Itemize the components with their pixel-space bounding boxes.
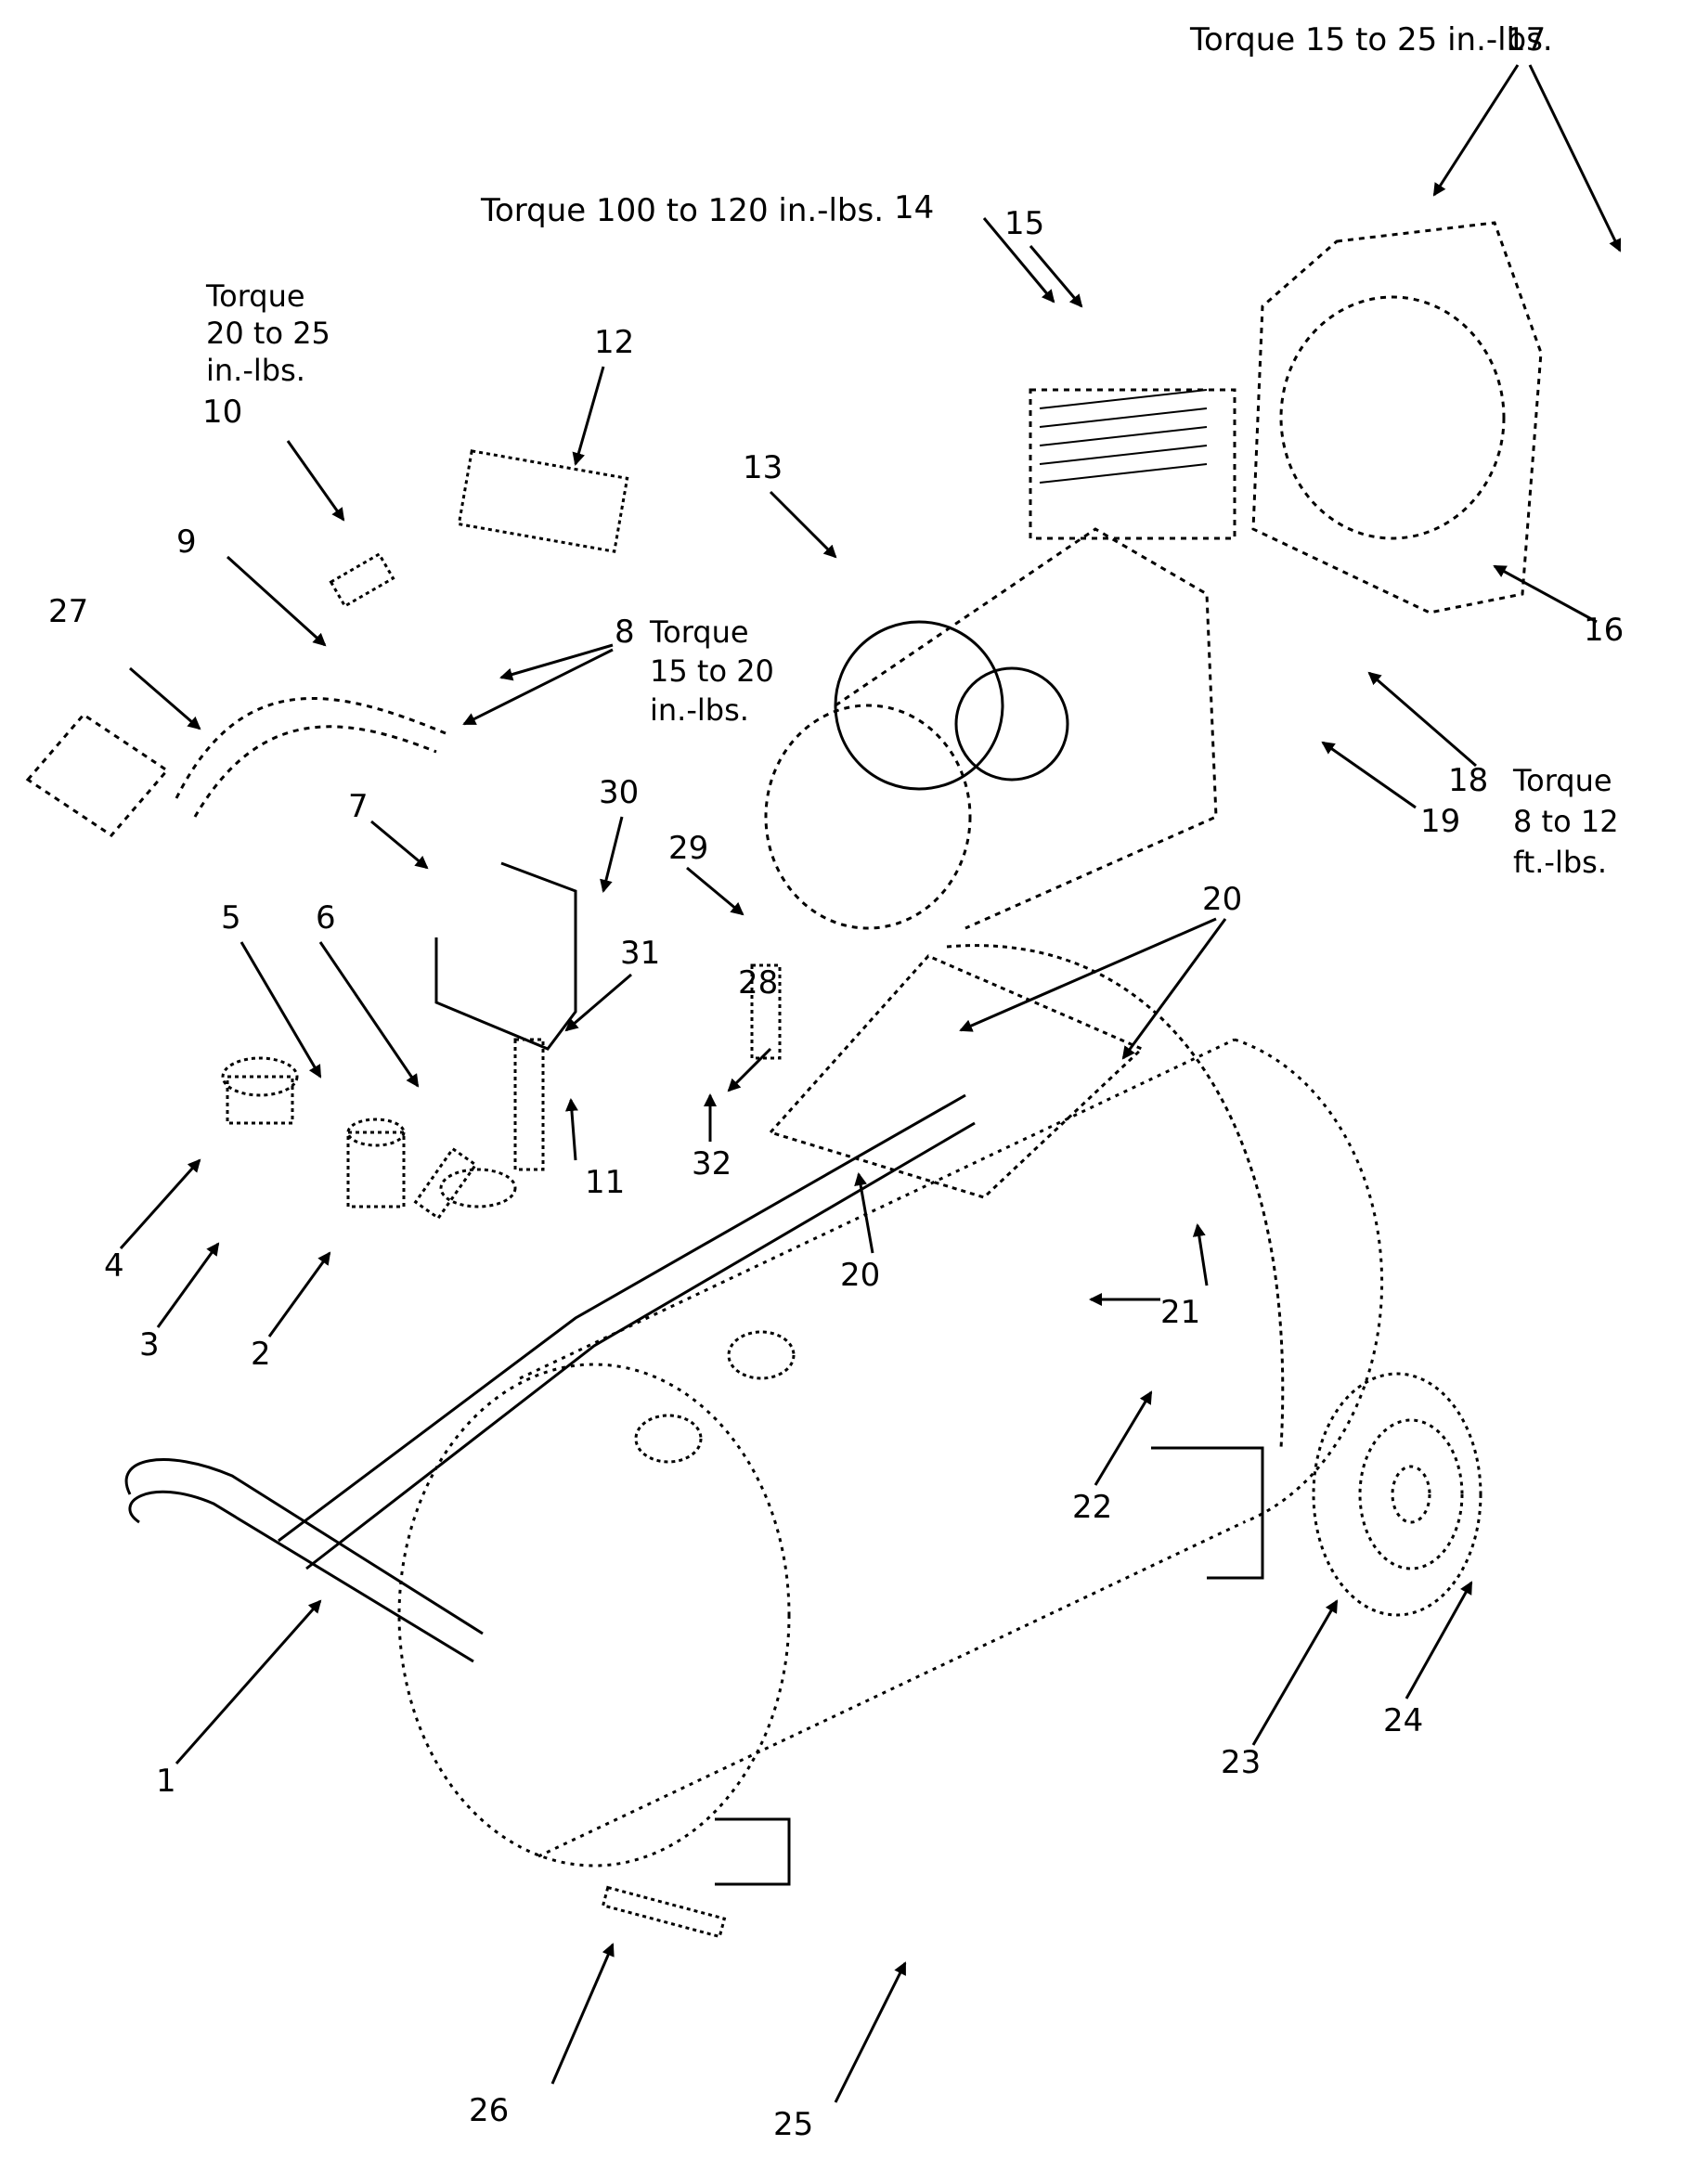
part-label-31: 31 [620, 935, 661, 972]
part-label-9: 9 [176, 523, 197, 561]
leader-7 [370, 820, 429, 870]
part-label-25: 25 [773, 2106, 814, 2143]
part-label-29: 29 [668, 830, 709, 867]
leader-29 [686, 866, 744, 916]
part-label-19: 19 [1420, 803, 1461, 840]
leader-27 [129, 666, 201, 730]
part-label-26: 26 [469, 2092, 510, 2129]
torque-note-18-line3: ft.-lbs. [1513, 845, 1608, 880]
mounting-plate [768, 944, 1285, 1449]
part-label-14: 14 [894, 189, 935, 226]
part-label-22: 22 [1072, 1489, 1113, 1526]
leader-4 [119, 1158, 201, 1250]
leader-30 [600, 816, 624, 893]
leader-23 [1251, 1599, 1339, 1746]
part-label-2: 2 [251, 1336, 271, 1373]
leader-11 [564, 1098, 578, 1161]
leader-20a [959, 917, 1217, 1032]
part-label-30: 30 [599, 774, 640, 811]
leader-20b [1121, 918, 1227, 1060]
leader-22 [1094, 1390, 1153, 1486]
part-label-4: 4 [104, 1247, 124, 1285]
part-label-18: 18 [1448, 762, 1489, 799]
leader-28 [727, 1047, 772, 1092]
part-label-13: 13 [743, 449, 783, 486]
part-label-32: 32 [692, 1145, 732, 1182]
part-label-15: 15 [1004, 205, 1045, 242]
leader-21a [1192, 1223, 1209, 1286]
leader-9 [226, 555, 327, 647]
leader-2 [267, 1251, 331, 1338]
part-label-23: 23 [1221, 1744, 1262, 1781]
leader-15 [1029, 245, 1083, 308]
part-label-24: 24 [1383, 1702, 1424, 1739]
part-label-17: 17 [1506, 21, 1547, 58]
leader-14 [982, 217, 1055, 304]
pump-cylinder-fins [1039, 389, 1208, 484]
motor-pump-assembly [764, 388, 1236, 930]
part-label-12: 12 [594, 324, 635, 361]
part-label-16: 16 [1584, 612, 1625, 649]
fittings [221, 449, 796, 1939]
wheel [1312, 1372, 1482, 1617]
leader-arrows [119, 64, 1622, 2103]
leader-24 [1405, 1581, 1473, 1699]
leader-10 [286, 440, 345, 522]
torque-note-18-line2: 8 to 12 [1513, 804, 1619, 839]
tank-feet [715, 1446, 1264, 1886]
leader-31 [564, 973, 632, 1032]
torque-note-8-line1: Torque [650, 614, 749, 650]
leader-18 [1367, 671, 1477, 768]
leader-8a [499, 643, 614, 681]
torque-note-18-line1: Torque [1513, 763, 1612, 798]
torque-note-10-line1: Torque [206, 278, 305, 314]
part-label-20-top: 20 [1202, 881, 1243, 918]
part-label-7: 7 [348, 788, 369, 825]
torque-note-14: Torque 100 to 120 in.-lbs. [481, 192, 884, 229]
torque-note-10-line3: in.-lbs. [206, 353, 305, 388]
torque-note-8-line2: 15 to 20 [650, 653, 774, 689]
leader-6 [318, 941, 420, 1088]
shroud [1251, 221, 1543, 614]
handle [124, 1093, 976, 1663]
torque-note-8-line3: in.-lbs. [650, 692, 749, 728]
leader-1 [175, 1599, 322, 1764]
part-label-5: 5 [221, 899, 241, 937]
leader-26 [550, 1943, 615, 2085]
part-label-20-bottom: 20 [840, 1257, 881, 1294]
leader-17a [1432, 64, 1520, 197]
part-label-11: 11 [585, 1164, 626, 1201]
leader-8b [462, 648, 614, 726]
leader-20c [854, 1172, 874, 1254]
torque-note-10-line2: 20 to 25 [206, 316, 330, 351]
hose [25, 697, 447, 837]
leader-3 [156, 1242, 220, 1328]
tank [397, 1038, 1384, 1867]
part-label-10: 10 [202, 394, 243, 431]
part-label-8: 8 [615, 614, 635, 651]
leader-19 [1321, 741, 1417, 809]
part-label-1: 1 [156, 1763, 176, 1800]
leader-17b [1528, 64, 1622, 252]
leader-16 [1493, 564, 1598, 624]
part-label-21: 21 [1160, 1294, 1201, 1331]
leader-5 [240, 941, 322, 1079]
leader-25 [834, 1961, 907, 2103]
torque-note-17: Torque 15 to 25 in.-lbs. [1190, 21, 1553, 58]
part-label-27: 27 [48, 593, 89, 630]
pressure-switch [434, 861, 577, 1051]
motor-body [834, 620, 1069, 791]
leader-13 [769, 490, 837, 559]
part-label-3: 3 [139, 1326, 160, 1363]
part-label-6: 6 [316, 899, 336, 937]
leader-12 [572, 366, 605, 466]
part-label-28: 28 [738, 964, 779, 1002]
